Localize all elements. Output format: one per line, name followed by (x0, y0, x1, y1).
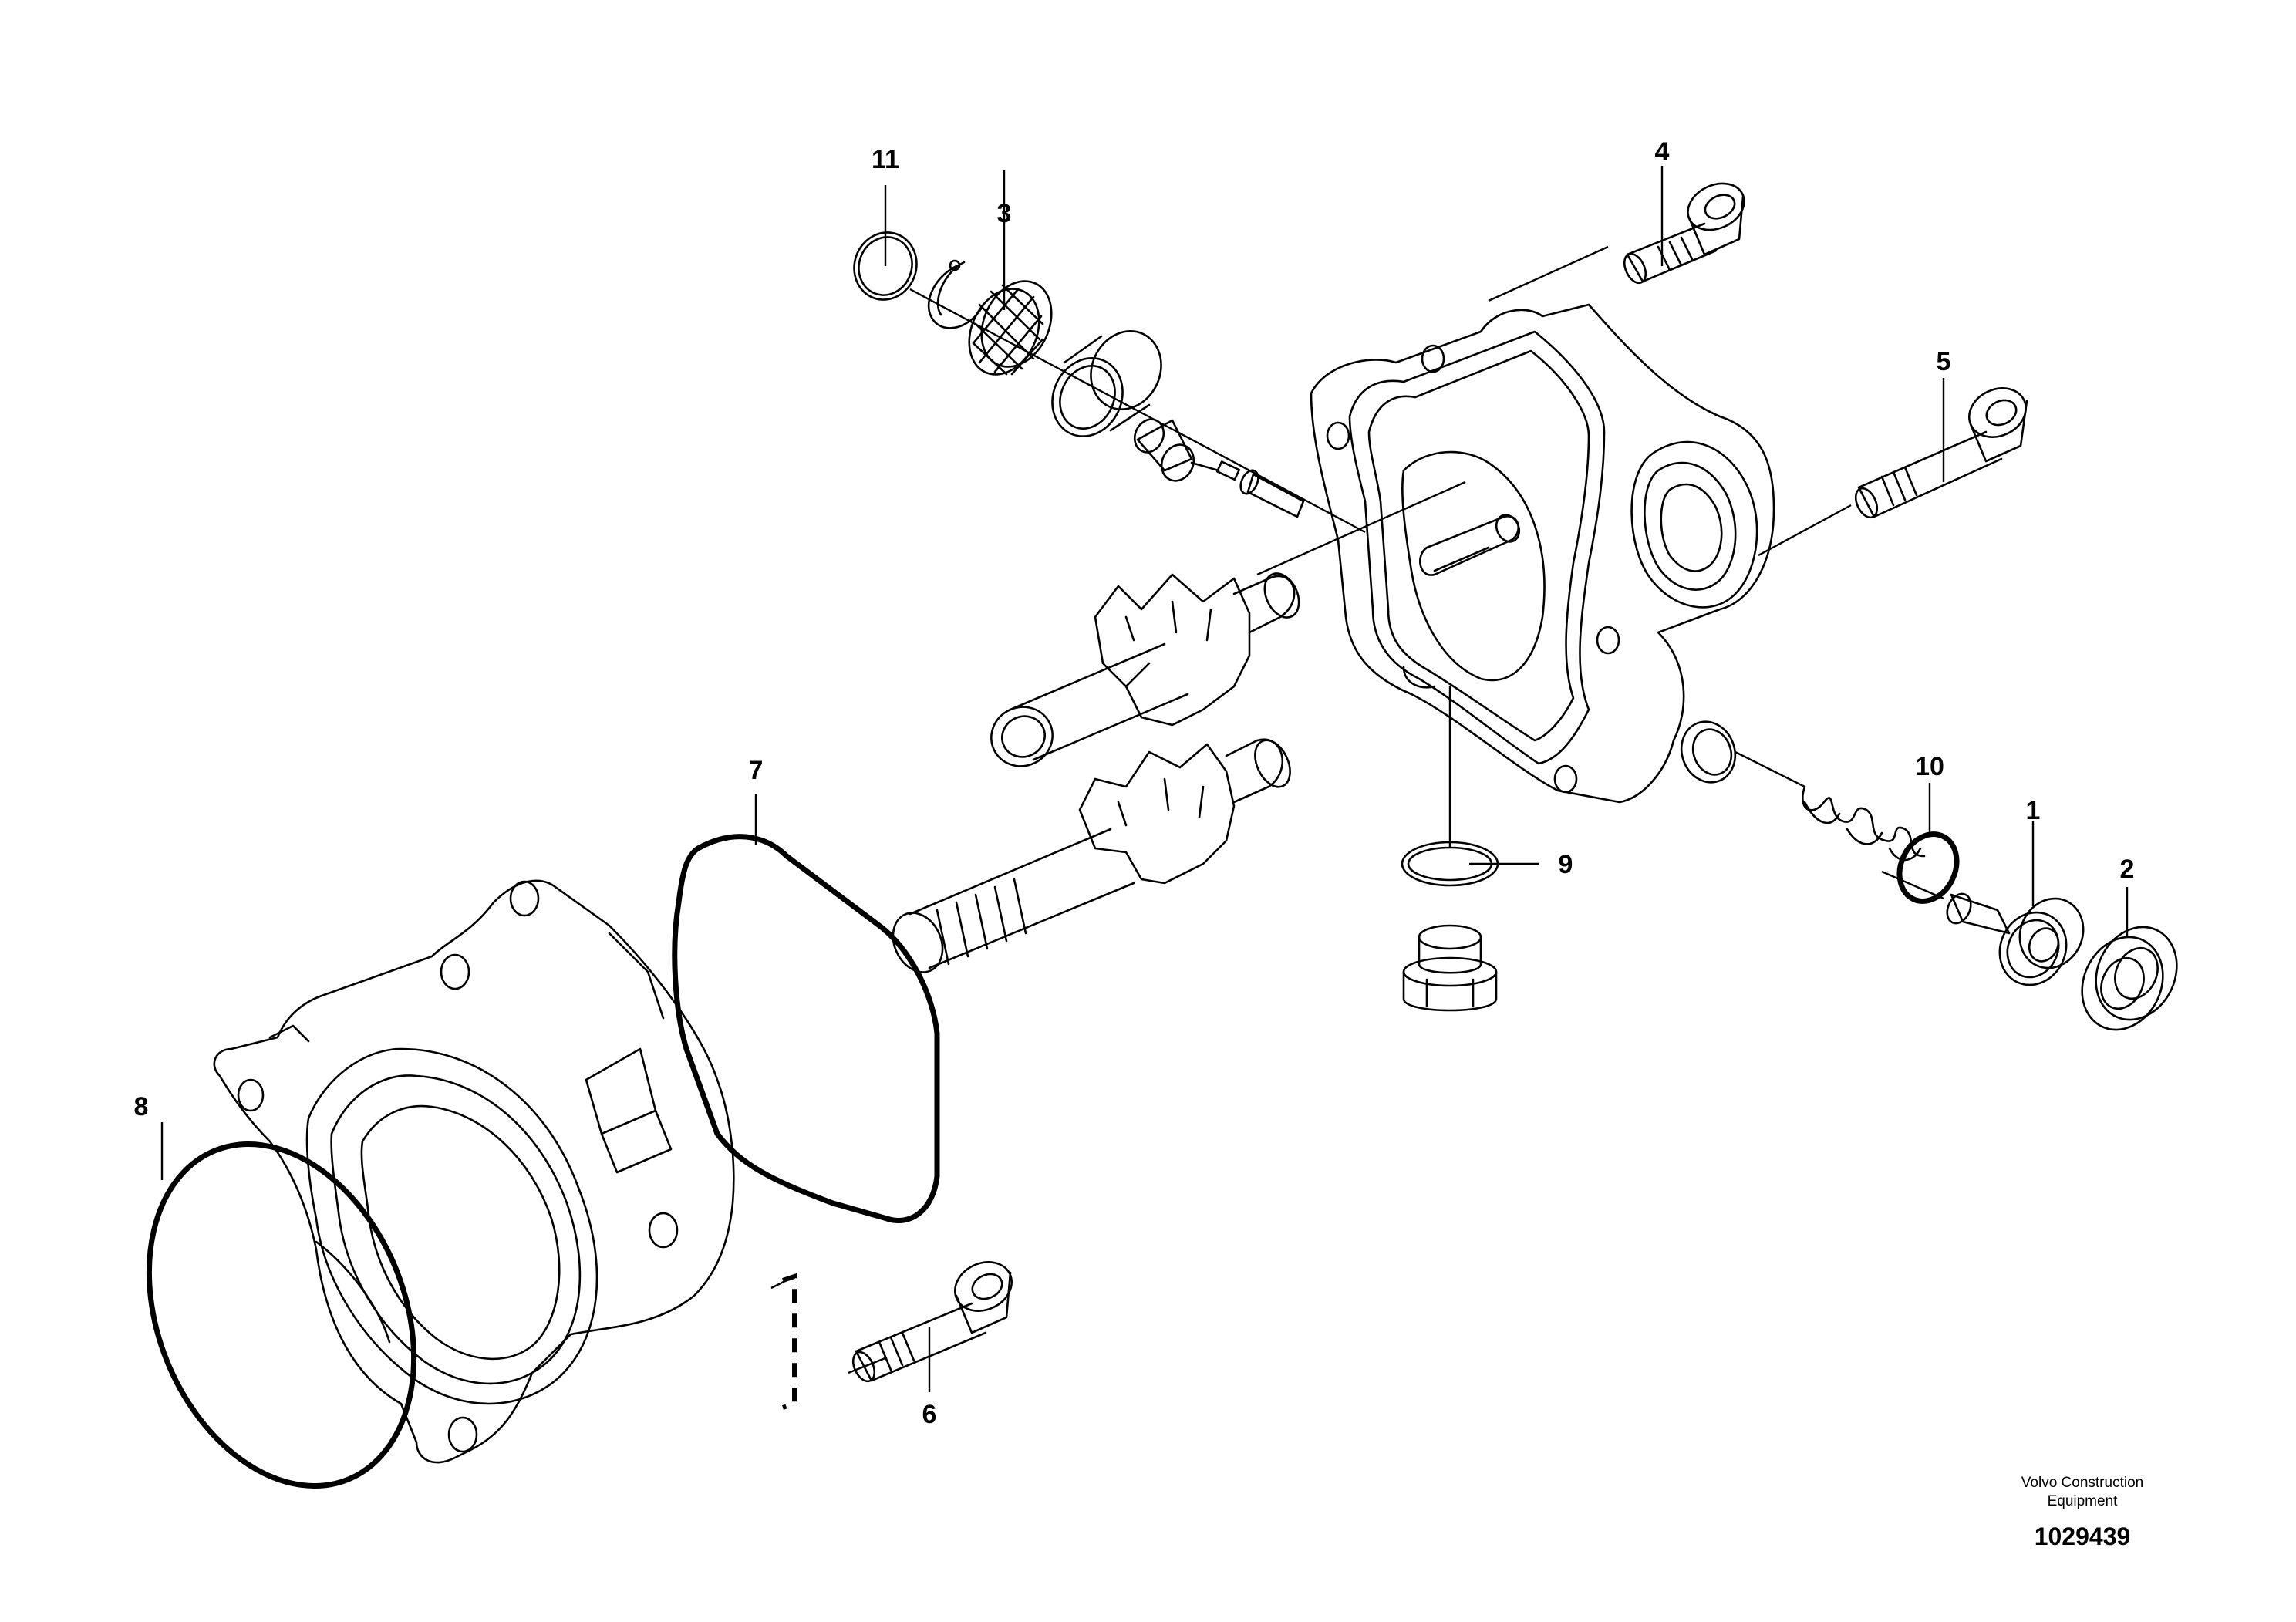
plug (1402, 924, 1498, 1012)
part-10-o-ring (1896, 831, 1960, 904)
callout-4: 4 (1655, 137, 1670, 167)
valve-piston (1133, 418, 1220, 482)
part-11-o-ring (853, 231, 918, 301)
callout-7: 7 (749, 756, 764, 785)
part-2-washer (2081, 926, 2178, 1031)
hole-alignment-marker (782, 1273, 797, 1410)
circlip (927, 259, 985, 329)
callout-1: 1 (2026, 796, 2041, 825)
callout-11: 11 (872, 145, 899, 174)
drive-gear-upper (990, 572, 1300, 767)
sleeve-bushing (1051, 330, 1162, 437)
leader-lines (160, 166, 2129, 1392)
callout-8: 8 (134, 1092, 149, 1121)
pump-cover-housing (1310, 303, 1775, 804)
footer-block: Volvo Construction Equipment 1029439 (2021, 1475, 2143, 1550)
drawing-number: 1029439 (2035, 1523, 2131, 1550)
driven-shaft-gear (892, 738, 1291, 973)
manufacturer-line-1: Volvo Construction (2021, 1475, 2143, 1491)
callout-5: 5 (1937, 347, 1951, 376)
pump-body-housing (213, 879, 735, 1464)
callout-2: 2 (2120, 855, 2135, 884)
callout-9: 9 (1559, 850, 1573, 879)
callout-3: 3 (997, 199, 1012, 228)
plunger (1215, 460, 1305, 518)
part-6-bolt (851, 1261, 1013, 1383)
part-5-bolt (1854, 387, 2028, 519)
part-8-o-ring-inner (315, 1240, 391, 1344)
part-8-o-ring (146, 1141, 417, 1489)
callout-10: 10 (1915, 752, 1944, 781)
part-4-bolt (1623, 182, 1745, 285)
manufacturer-line-2: Equipment (2048, 1493, 2119, 1509)
part-9-o-ring (1401, 841, 1499, 887)
part-1-valve-plug (1946, 892, 2085, 986)
callout-6: 6 (922, 1400, 937, 1429)
part-7-gasket (672, 834, 940, 1224)
callout-labels: 1 2 3 4 5 6 7 8 9 10 11 (134, 137, 2135, 1429)
part-3-filter (968, 280, 1053, 376)
